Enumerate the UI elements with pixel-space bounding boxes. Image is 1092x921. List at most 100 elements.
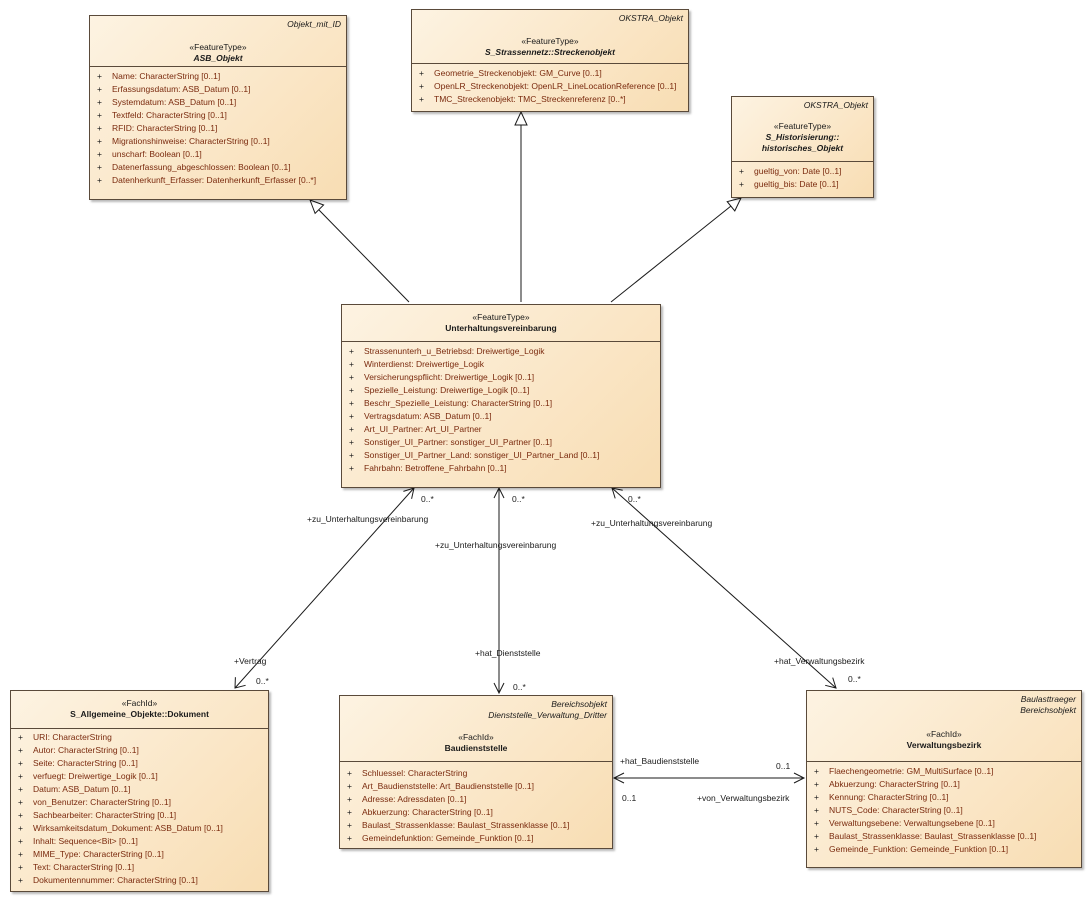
generalization-asb-arrowhead xyxy=(309,199,325,215)
role-label-zu-uv-baudienststelle: +zu_Unterhaltungsvereinbarung xyxy=(435,540,557,550)
class-tag: Objekt_mit_ID xyxy=(287,19,341,29)
attribute-row[interactable]: +Strassenunterh_u_Betriebsd: Dreiwertige… xyxy=(349,346,545,356)
attribute-row[interactable]: +Gemeindefunktion: Gemeinde_Funktion [0.… xyxy=(347,833,534,843)
attribute-row[interactable]: +Baulast_Strassenklasse: Baulast_Strasse… xyxy=(347,820,570,830)
role-label-zu-uv-dokument: +zu_Unterhaltungsvereinbarung xyxy=(307,514,429,524)
generalization-hist-arrowhead xyxy=(726,197,742,212)
attribute-row[interactable]: +Versicherungspflicht: Dreiwertige_Logik… xyxy=(349,372,535,382)
attribute-row[interactable]: +Vertragsdatum: ASB_Datum [0..1] xyxy=(349,411,492,421)
attribute-row[interactable]: +Textfeld: CharacterString [0..1] xyxy=(97,110,227,120)
class-unterhaltungsvereinbarung[interactable]: «FeatureType» Unterhaltungsvereinbarung … xyxy=(341,304,661,488)
attribute-row[interactable]: +Datenerfassung_abgeschlossen: Boolean [… xyxy=(97,162,291,172)
association-dokument-line xyxy=(234,487,415,689)
class-name: Baudienststelle xyxy=(444,743,508,753)
attribute-row[interactable]: +Abkuerzung: CharacterString [0..1] xyxy=(814,779,960,789)
attribute-row[interactable]: +Name: CharacterString [0..1] xyxy=(97,71,221,81)
attribute-row[interactable]: +Art_UI_Partner: Art_UI_Partner xyxy=(349,424,482,434)
attribute-row[interactable]: +Adresse: Adressdaten [0..1] xyxy=(347,794,467,804)
attribute-row[interactable]: +MIME_Type: CharacterString [0..1] xyxy=(18,849,164,859)
role-label-hat-verwaltungsbezirk: +hat_Verwaltungsbezirk xyxy=(774,656,865,666)
role-label-vertrag: +Vertrag xyxy=(234,656,267,666)
class-historisches-objekt[interactable]: OKSTRA_Objekt «FeatureType» S_Historisie… xyxy=(731,96,874,198)
class-streckenobjekt[interactable]: OKSTRA_Objekt «FeatureType» S_Strassenne… xyxy=(411,9,689,112)
multiplicity-baudienststelle: 0..* xyxy=(513,682,526,692)
verwaltungsbezirk-down-arrowhead xyxy=(825,677,837,689)
generalization-hist-line xyxy=(610,205,732,303)
class-tag: OKSTRA_Objekt xyxy=(618,13,683,23)
class-dokument[interactable]: «FachId» S_Allgemeine_Objekte::Dokument … xyxy=(10,690,269,892)
attribute-row[interactable]: +Migrationshinweise: CharacterString [0.… xyxy=(97,136,270,146)
attribute-row[interactable]: +Inhalt: Sequence<Bit> [0..1] xyxy=(18,836,138,846)
attribute-row[interactable]: +Erfassungsdatum: ASB_Datum [0..1] xyxy=(97,84,251,94)
attribute-row[interactable]: +gueltig_bis: Date [0..1] xyxy=(739,179,839,189)
attribute-list: +URI: CharacterString +Autor: CharacterS… xyxy=(11,729,268,887)
attribute-row[interactable]: +Seite: CharacterString [0..1] xyxy=(18,758,138,768)
attribute-row[interactable]: +Text: CharacterString [0..1] xyxy=(18,862,135,872)
class-name-line-1: S_Historisierung:: xyxy=(765,132,840,142)
attribute-list: +Flaechengeometrie: GM_MultiSurface [0..… xyxy=(807,762,1081,856)
attribute-row[interactable]: +Kennung: CharacterString [0..1] xyxy=(814,792,949,802)
class-name-line-2: historisches_Objekt xyxy=(761,143,844,153)
attribute-row[interactable]: +Wirksamkeitsdatum_Dokument: ASB_Datum [… xyxy=(18,823,223,833)
attribute-row[interactable]: +gueltig_von: Date [0..1] xyxy=(739,166,842,176)
attribute-row[interactable]: +Schluessel: CharacterString xyxy=(347,768,468,778)
class-name: Unterhaltungsvereinbarung xyxy=(445,323,557,333)
verwaltungsbezirk-up-arrowhead xyxy=(611,487,623,499)
attribute-row[interactable]: +Verwaltungsebene: Verwaltungsebene [0..… xyxy=(814,818,995,828)
attribute-row[interactable]: +Sonstiger_UI_Partner_Land: sonstiger_UI… xyxy=(349,450,600,460)
class-asb-objekt[interactable]: Objekt_mit_ID «FeatureType» ASB_Objekt +… xyxy=(89,15,347,200)
attribute-list: +Schluessel: CharacterString +Art_Baudie… xyxy=(340,762,612,845)
attribute-row[interactable]: +Art_Baudienststelle: Art_Baudienststell… xyxy=(347,781,534,791)
class-tag: OKSTRA_Objekt xyxy=(803,100,868,110)
attribute-row[interactable]: +Systemdatum: ASB_Datum [0..1] xyxy=(97,97,237,107)
attribute-row[interactable]: +TMC_Streckenobjekt: TMC_Streckenreferen… xyxy=(419,94,626,104)
attribute-list: +Name: CharacterString [0..1] +Erfassung… xyxy=(90,67,346,187)
attribute-row[interactable]: +OpenLR_Streckenobjekt: OpenLR_LineLocat… xyxy=(419,81,677,91)
attribute-row[interactable]: +NUTS_Code: CharacterString [0..1] xyxy=(814,805,963,815)
dokument-up-arrowhead xyxy=(403,487,415,499)
class-stereotype: «FachId» xyxy=(458,732,494,742)
bd-vb-left-arrowhead xyxy=(612,772,625,784)
multiplicity-bd-vb-left: 0..1 xyxy=(622,793,637,803)
attribute-row[interactable]: +URI: CharacterString xyxy=(18,732,112,742)
class-stereotype: «FeatureType» xyxy=(521,36,579,46)
class-name: S_Allgemeine_Objekte::Dokument xyxy=(70,709,209,719)
attribute-row[interactable]: +Fahrbahn: Betroffene_Fahrbahn [0..1] xyxy=(349,463,507,473)
attribute-row[interactable]: +Gemeinde_Funktion: Gemeinde_Funktion [0… xyxy=(814,844,1009,854)
attribute-row[interactable]: +von_Benutzer: CharacterString [0..1] xyxy=(18,797,171,807)
class-stereotype: «FachId» xyxy=(121,698,158,708)
attribute-row[interactable]: +Winterdienst: Dreiwertige_Logik xyxy=(349,359,484,369)
attribute-row[interactable]: +Baulast_Strassenklasse: Baulast_Strasse… xyxy=(814,831,1037,841)
attribute-row[interactable]: +unscharf: Boolean [0..1] xyxy=(97,149,202,159)
attribute-row[interactable]: +Sonstiger_UI_Partner: sonstiger_UI_Part… xyxy=(349,437,553,447)
class-name: Verwaltungsbezirk xyxy=(906,740,982,750)
multiplicity-dokument: 0..* xyxy=(256,676,269,686)
attribute-row[interactable]: +Dokumentennummer: CharacterString [0..1… xyxy=(18,875,198,885)
attribute-row[interactable]: +Abkuerzung: CharacterString [0..1] xyxy=(347,807,493,817)
attribute-row[interactable]: +RFID: CharacterString [0..1] xyxy=(97,123,218,133)
multiplicity-verwaltungsbezirk: 0..* xyxy=(848,674,861,684)
attribute-row[interactable]: +Sachbearbeiter: CharacterString [0..1] xyxy=(18,810,177,820)
dokument-down-arrowhead xyxy=(234,677,246,689)
bd-vb-right-arrowhead xyxy=(793,772,806,784)
multiplicity-bd-vb-right: 0..1 xyxy=(776,761,791,771)
association-verwaltungsbezirk-line xyxy=(611,487,837,689)
multiplicity-uv-verwaltungsbezirk: 0..* xyxy=(628,494,641,504)
attribute-row[interactable]: +Datenherkunft_Erfasser: Datenherkunft_E… xyxy=(97,175,317,185)
attribute-row[interactable]: +Geometrie_Streckenobjekt: GM_Curve [0..… xyxy=(419,68,602,78)
attribute-row[interactable]: +verfuegt: Dreiwertige_Logik [0..1] xyxy=(18,771,158,781)
generalization-strecke-arrowhead xyxy=(514,110,528,126)
attribute-row[interactable]: +Spezielle_Leistung: Dreiwertige_Logik [… xyxy=(349,385,530,395)
attribute-row[interactable]: +Beschr_Spezielle_Leistung: CharacterStr… xyxy=(349,398,553,408)
baudienststelle-down-arrowhead xyxy=(493,682,505,695)
attribute-list: +Geometrie_Streckenobjekt: GM_Curve [0..… xyxy=(412,64,688,106)
attribute-row[interactable]: +Autor: CharacterString [0..1] xyxy=(18,745,139,755)
attribute-row[interactable]: +Flaechengeometrie: GM_MultiSurface [0..… xyxy=(814,766,994,776)
multiplicity-uv-dokument: 0..* xyxy=(421,494,434,504)
attribute-row[interactable]: +Datum: ASB_Datum [0..1] xyxy=(18,784,131,794)
